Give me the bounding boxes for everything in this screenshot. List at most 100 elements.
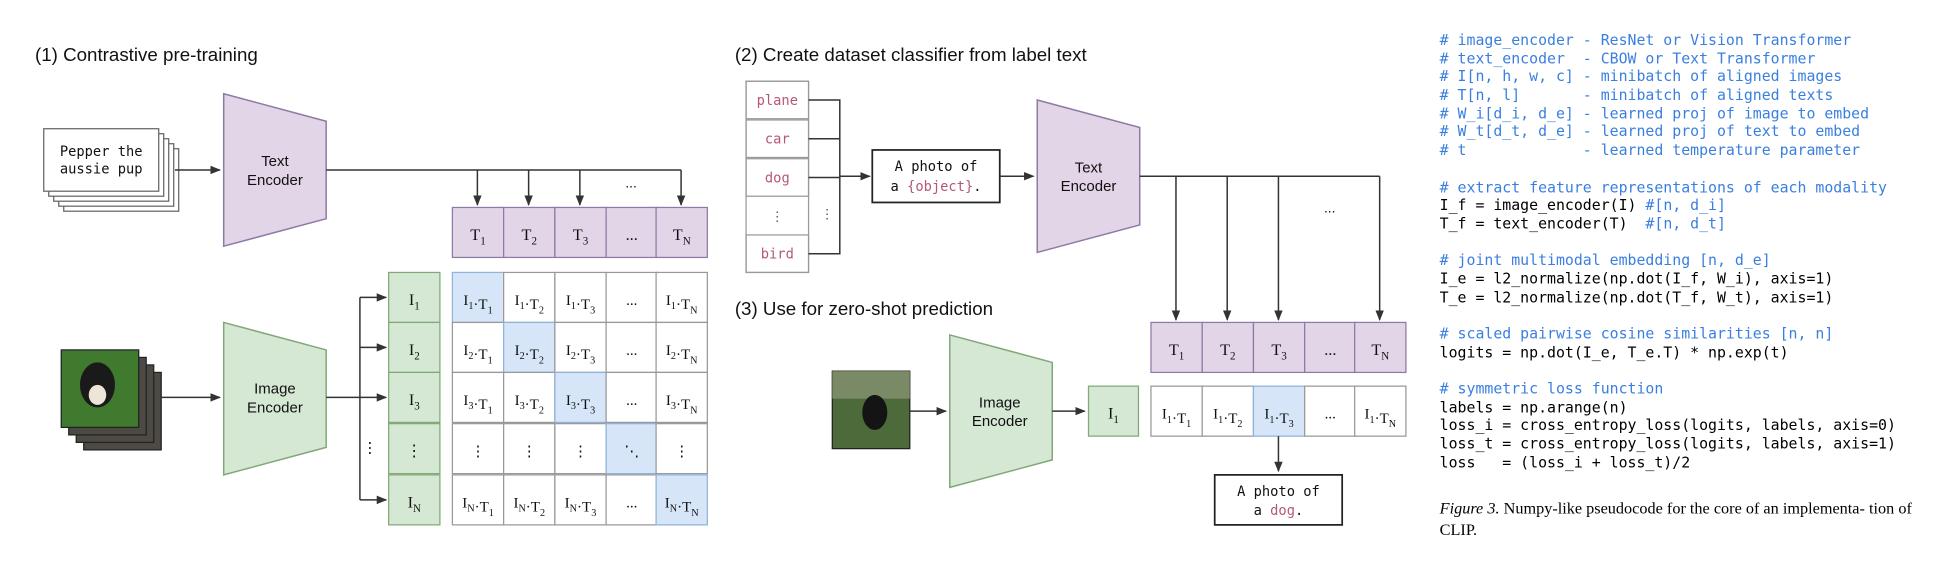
output-line-1: A photo of (1237, 484, 1320, 500)
code-text: loss = (loss_i + loss_t)/2 (1439, 453, 1691, 471)
similarity-label: ⋮ (471, 444, 486, 460)
similarity-label: IN·T2 (513, 495, 545, 518)
panel-dataset-classifier: (2) Create dataset classifier from label… (735, 44, 1407, 374)
similarity-label: I3·TN (666, 393, 698, 416)
image-encoder-block-2 (949, 333, 1053, 489)
similarity-label: I1·T2 (515, 293, 544, 316)
similarity-cell (554, 474, 607, 526)
text-card (43, 128, 160, 192)
text-token-cell-2 (1150, 321, 1203, 374)
side-ellipsis: ⋮ (362, 439, 377, 456)
text-token-cell-2 (1252, 321, 1306, 374)
image-token-cell (388, 474, 441, 526)
similarity-cell (503, 321, 556, 374)
text-token-cell (451, 206, 505, 259)
label-cell (745, 234, 810, 274)
code-line: loss = (loss_i + loss_t)/2 (1440, 453, 1896, 471)
code-line: loss_i = cross_entropy_loss(logits, labe… (1440, 417, 1896, 435)
prediction-cell (1304, 385, 1357, 437)
image-token-label: I1 (409, 291, 420, 313)
pseudocode-block: # image_encoder - ResNet or Vision Trans… (1440, 31, 1896, 472)
code-comment-line: # extract feature representations of eac… (1440, 178, 1896, 196)
text-token-label-2: T2 (1220, 341, 1235, 363)
text-encoder-block (222, 92, 327, 248)
image-token-label: IN (408, 493, 421, 515)
text-input-line-1: Pepper the (60, 144, 143, 160)
code-text: # W_i[d_i, d_e] - learned proj of image … (1439, 104, 1870, 123)
text-token-cell (554, 206, 607, 259)
dog-photo-icon-detail (88, 384, 107, 405)
code-line (1440, 307, 1896, 325)
code-text: loss_i = cross_entropy_loss(logits, labe… (1439, 416, 1896, 435)
text-encoder-block-2 (1036, 98, 1141, 254)
code-comment-line: # text_encoder - CBOW or Text Transforme… (1440, 50, 1896, 68)
similarity-label: I2·TN (666, 343, 698, 366)
prediction-label: I1·T1 (1162, 407, 1191, 430)
code-line (1440, 160, 1896, 178)
similarity-label: I2·T2 (515, 343, 544, 366)
code-text: I_e = l2_normalize(np.dot(I_f, W_i), axi… (1439, 269, 1834, 288)
similarity-label: I2·T1 (463, 343, 492, 366)
similarity-label: ⋮ (573, 444, 588, 460)
code-text: labels = np.arange(n) (1439, 398, 1628, 416)
output-prefix: a (1254, 503, 1271, 519)
code-comment-line: # t - learned temperature parameter (1440, 141, 1896, 159)
prediction-label: I1·T2 (1213, 407, 1242, 430)
text-token-label-2: TN (1371, 341, 1389, 363)
text-token-label-2: T3 (1271, 341, 1287, 363)
template-prefix: a (891, 179, 908, 195)
code-comment-line: # joint multimodal embedding [n, d_e] (1440, 252, 1896, 270)
similarity-label: ... (626, 343, 637, 359)
similarity-label: IN·T3 (565, 495, 597, 518)
code-comment-line: # T[n, l] - minibatch of aligned texts (1440, 86, 1896, 104)
label-column-frame (745, 80, 810, 274)
code-line: labels = np.arange(n) (1440, 398, 1896, 416)
prediction-cell (1354, 385, 1407, 437)
code-inline-comment: #[n, d_t] (1645, 214, 1726, 233)
similarity-label: I1·T1 (463, 293, 492, 316)
similarity-cell (503, 474, 556, 526)
code-text: # T[n, l] - minibatch of aligned texts (1439, 86, 1834, 104)
similarity-label: I2·T3 (566, 343, 595, 366)
similarity-cell (451, 474, 505, 526)
code-comment-line: # symmetric loss function (1440, 380, 1896, 398)
output-object: dog (1270, 503, 1295, 519)
code-text: loss_t = cross_entropy_loss(logits, labe… (1439, 435, 1896, 453)
template-line-2: a {object}. (891, 179, 982, 195)
panel-3-title: (3) Use for zero-shot prediction (735, 298, 993, 319)
text-encoder-2-label-2: Encoder (1061, 178, 1117, 195)
similarity-label: I1·TN (666, 293, 698, 316)
code-comment-line: # I[n, h, w, c] - minibatch of aligned i… (1440, 68, 1896, 86)
panel-2-title: (2) Create dataset classifier from label… (735, 44, 1088, 65)
image-encoder-2-label-1: Image (979, 394, 1021, 411)
prediction-cell (1201, 385, 1255, 437)
similarity-cell (655, 474, 708, 526)
code-text: T_e = l2_normalize(np.dot(T_f, W_t), axi… (1439, 288, 1834, 306)
output-suffix: . (1295, 503, 1303, 519)
label-text: car (765, 132, 790, 148)
similarity-cell (605, 474, 658, 526)
code-text: # W_t[d_t, d_e] - learned proj of text t… (1439, 123, 1861, 141)
similarity-label: I1·T3 (566, 293, 595, 316)
text-token-cell (503, 206, 556, 259)
text-encoder-label-1: Text (261, 153, 289, 170)
code-text: # I[n, h, w, c] - minibatch of aligned i… (1439, 67, 1843, 86)
code-line: I_e = l2_normalize(np.dot(I_f, W_i), axi… (1440, 270, 1896, 288)
text-token-label: T1 (470, 226, 485, 248)
image-token-cell (388, 321, 441, 374)
image-encoder-label-1: Image (254, 381, 296, 398)
code-text: # joint multimodal embedding [n, d_e] (1439, 251, 1771, 269)
figure-caption: Figure 3. Numpy-like pseudocode for the … (1440, 497, 1921, 539)
image-token-label: ⋮ (406, 442, 422, 460)
image-token-label-2: I1 (1108, 405, 1119, 427)
text-token-cell (655, 206, 708, 259)
similarity-label: IN·TN (665, 495, 700, 518)
prediction-cell (1150, 385, 1203, 437)
label-text: dog (765, 170, 790, 186)
panel-zero-shot-prediction: (3) Use for zero-shot predictionImageEnc… (735, 298, 1407, 526)
similarity-cell (655, 371, 708, 424)
text-input-line-2: aussie pup (60, 162, 143, 178)
code-text: # symmetric loss function (1439, 379, 1664, 398)
image-token-cell (388, 423, 441, 475)
label-text: bird (761, 247, 794, 263)
